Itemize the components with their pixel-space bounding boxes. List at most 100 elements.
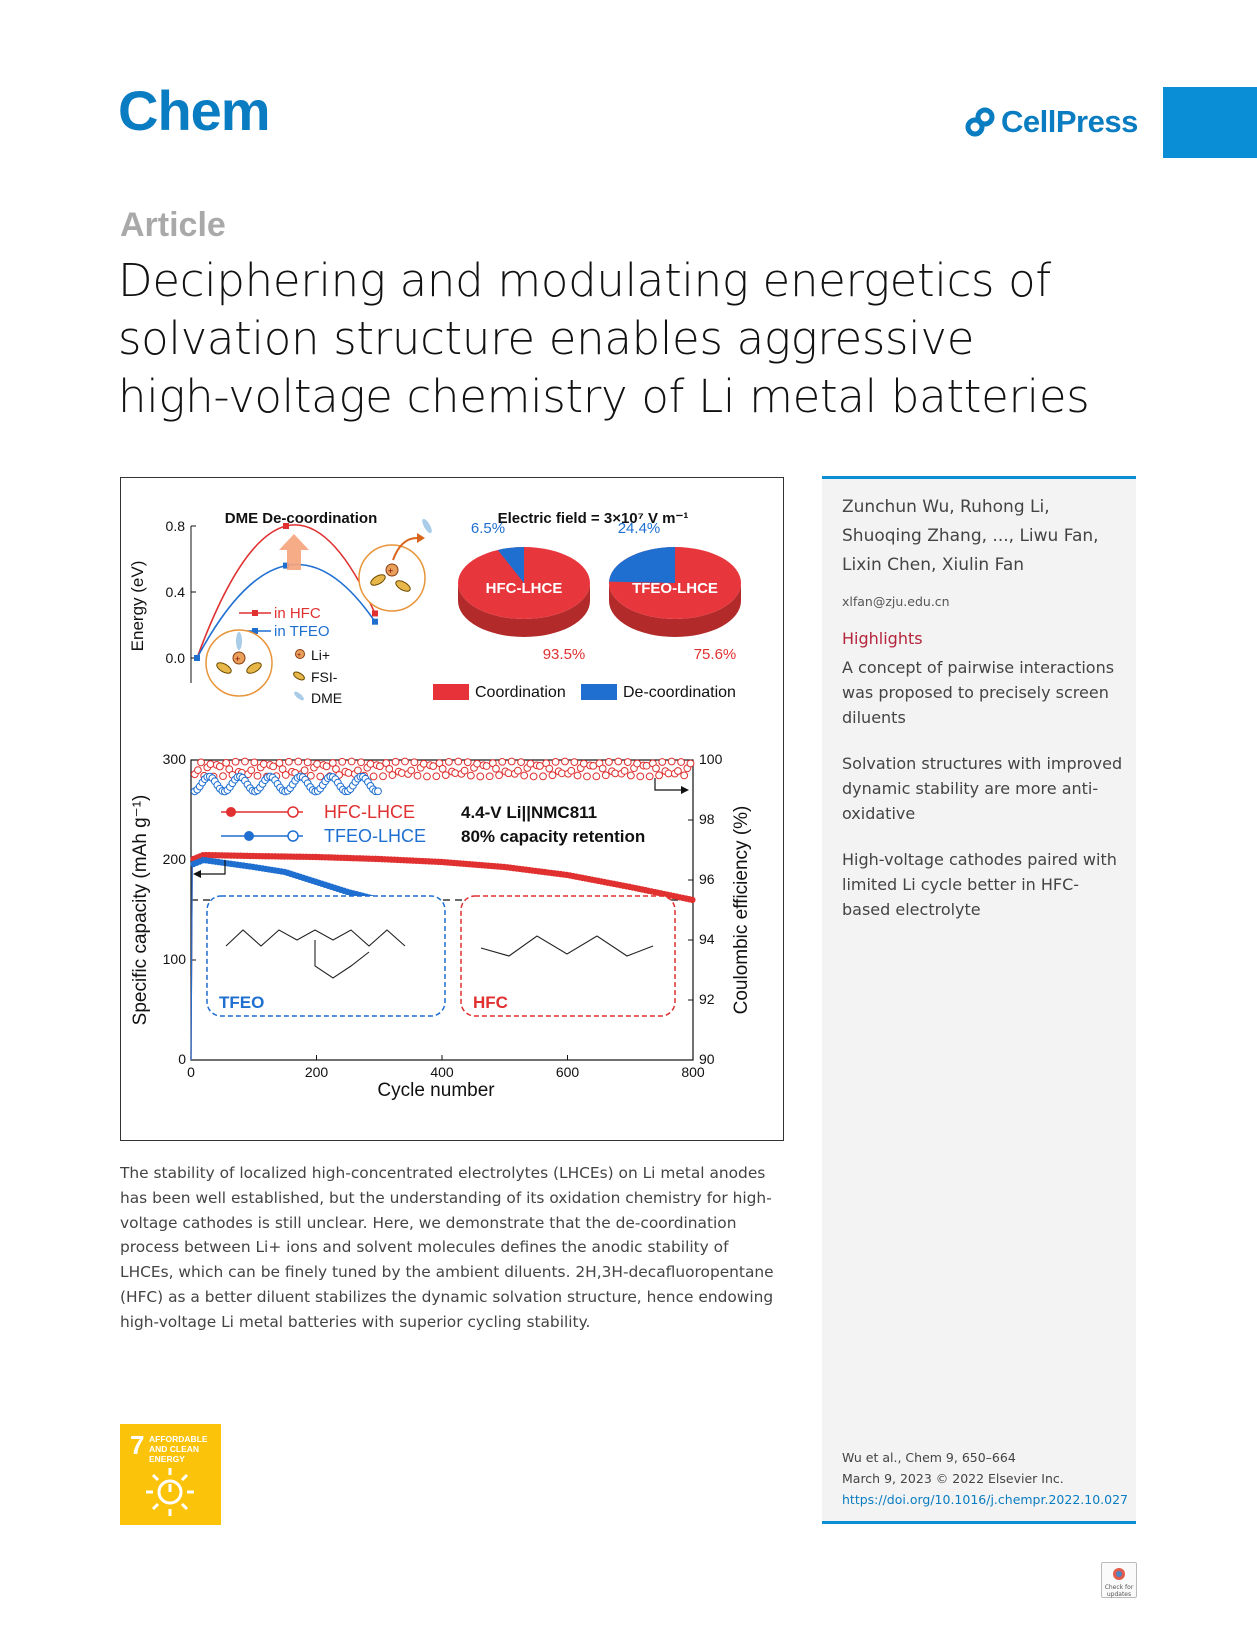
ce-point xyxy=(520,771,529,780)
check-updates-icon xyxy=(1113,1568,1125,1580)
y-tick-label: 0 xyxy=(178,1051,186,1067)
energy-point xyxy=(372,618,378,625)
x-tick-label: 400 xyxy=(430,1064,454,1080)
svg-text:+: + xyxy=(388,566,393,576)
ce-point xyxy=(247,766,256,775)
abstract-text: The stability of localized high-concentr… xyxy=(120,1164,774,1331)
sdg-label: AFFORDABLE AND CLEAN ENERGY xyxy=(149,1434,208,1464)
ce-point xyxy=(369,772,378,781)
y2-tick-label: 90 xyxy=(699,1051,715,1067)
ce-point xyxy=(645,772,654,781)
ce-point xyxy=(410,758,419,767)
cellpress-logo[interactable]: CellPress xyxy=(965,104,1138,140)
ce-point xyxy=(374,787,382,796)
ce-point xyxy=(338,757,347,766)
ce-point xyxy=(219,772,227,781)
cycling-series xyxy=(190,757,696,1061)
article-title: Deciphering and modulating energetics of… xyxy=(118,254,1090,423)
energy-y-tick-label: 0.8 xyxy=(166,518,186,534)
highlight-item: A concept of pairwise interactions was p… xyxy=(842,658,1115,727)
cellpress-icon xyxy=(965,107,995,137)
ce-point xyxy=(517,758,525,767)
energy-series xyxy=(194,523,378,661)
y2-tick-label: 92 xyxy=(699,991,715,1007)
tfeo-structure-box: TFEO xyxy=(206,895,446,1017)
pie-decoordination-label: 24.4% xyxy=(618,520,661,537)
ce-point xyxy=(539,772,547,781)
ce-point xyxy=(655,771,664,780)
ce-point xyxy=(316,772,325,781)
pie-coordination-label: 93.5% xyxy=(543,646,586,663)
legend-decoordination: De-coordination xyxy=(623,684,736,701)
pie-slice-decoordination xyxy=(497,547,524,583)
ce-point xyxy=(570,758,579,767)
energy-y-tick-label: 0.4 xyxy=(166,584,186,600)
info-sidebar: Zunchun Wu, Ruhong Li, Shuoqing Zhang, .… xyxy=(822,476,1136,1524)
ce-point xyxy=(545,764,554,773)
journal-logo[interactable]: Chem xyxy=(118,79,271,142)
tfeo-label: TFEO xyxy=(219,993,264,1012)
y-tick-label: 300 xyxy=(163,751,187,767)
author-list: Zunchun Wu, Ruhong Li, Shuoqing Zhang, .… xyxy=(842,497,1099,575)
ce-point xyxy=(303,758,312,767)
ce-point xyxy=(432,772,441,781)
solvation-cluster-left: + xyxy=(205,629,273,697)
ce-point xyxy=(375,762,384,771)
ce-point xyxy=(388,771,397,779)
ce-point xyxy=(366,760,375,768)
cycling-legend: HFC-LHCE TFEO-LHCE xyxy=(221,802,426,846)
citation-line: Wu et al., Chem 9, 650–664 xyxy=(842,1450,1016,1465)
ce-point xyxy=(441,771,450,780)
cycling-y-label: Specific capacity (mAh g⁻¹) xyxy=(130,795,151,1026)
ce-point xyxy=(498,757,507,766)
pie-decoordination-label: 6.5% xyxy=(471,520,505,537)
energy-point xyxy=(283,562,289,569)
ce-point xyxy=(397,769,406,777)
highlight-item: Solvation structures with improved dynam… xyxy=(842,754,1123,823)
ce-point xyxy=(445,757,453,766)
cycling-y2-label: Coulombic efficiency (%) xyxy=(731,806,752,1015)
corresponding-email[interactable]: xlfan@zju.edu.cn xyxy=(842,594,950,609)
ce-point xyxy=(658,758,667,766)
ce-point xyxy=(492,764,500,773)
ce-point xyxy=(620,766,629,775)
axis-indicator-arrows xyxy=(193,778,689,878)
cycling-annotation-1: 4.4-V Li||NMC811 xyxy=(461,803,597,822)
doi-link[interactable]: https://doi.org/10.1016/j.chempr.2022.10… xyxy=(842,1492,1128,1507)
species-dme: DME xyxy=(311,690,342,706)
energy-point xyxy=(372,610,378,617)
pie-legend: Coordination De-coordination xyxy=(433,684,736,701)
pie-slice-decoordination xyxy=(609,547,675,583)
ce-point xyxy=(278,765,287,774)
ce-point xyxy=(313,760,322,768)
ce-point xyxy=(652,764,660,773)
ce-point xyxy=(504,769,513,778)
ce-point xyxy=(674,767,682,775)
species-legend: + Li+ FSI- DME xyxy=(293,647,342,706)
check-for-updates-badge[interactable]: Check for updates xyxy=(1101,1562,1137,1598)
ce-point xyxy=(413,771,422,780)
hfc-structure-box: HFC xyxy=(460,895,676,1017)
ce-point xyxy=(344,769,353,777)
energy-point xyxy=(194,655,200,661)
ce-point xyxy=(429,762,438,771)
species-fsi: FSI- xyxy=(311,669,338,685)
citation-date: March 9, 2023 © 2022 Elsevier Inc. xyxy=(842,1471,1064,1486)
pie-coordination-label: 75.6% xyxy=(694,646,737,663)
ce-point xyxy=(482,762,491,770)
ce-point xyxy=(306,771,315,780)
y2-tick-label: 96 xyxy=(699,871,715,887)
ce-point xyxy=(259,760,268,768)
ce-point xyxy=(347,757,356,766)
ce-point xyxy=(385,765,394,773)
sdg-badge[interactable]: 7 AFFORDABLE AND CLEAN ENERGY xyxy=(120,1424,221,1525)
pie-name: HFC-LHCE xyxy=(486,580,563,597)
ce-point xyxy=(548,771,557,780)
y-tick-label: 100 xyxy=(163,951,187,967)
ce-point xyxy=(401,757,409,766)
pie-chart-title: Electric field = 3×10⁷ V m⁻¹ xyxy=(498,510,689,527)
ce-point xyxy=(605,758,613,766)
ce-point xyxy=(407,766,416,775)
